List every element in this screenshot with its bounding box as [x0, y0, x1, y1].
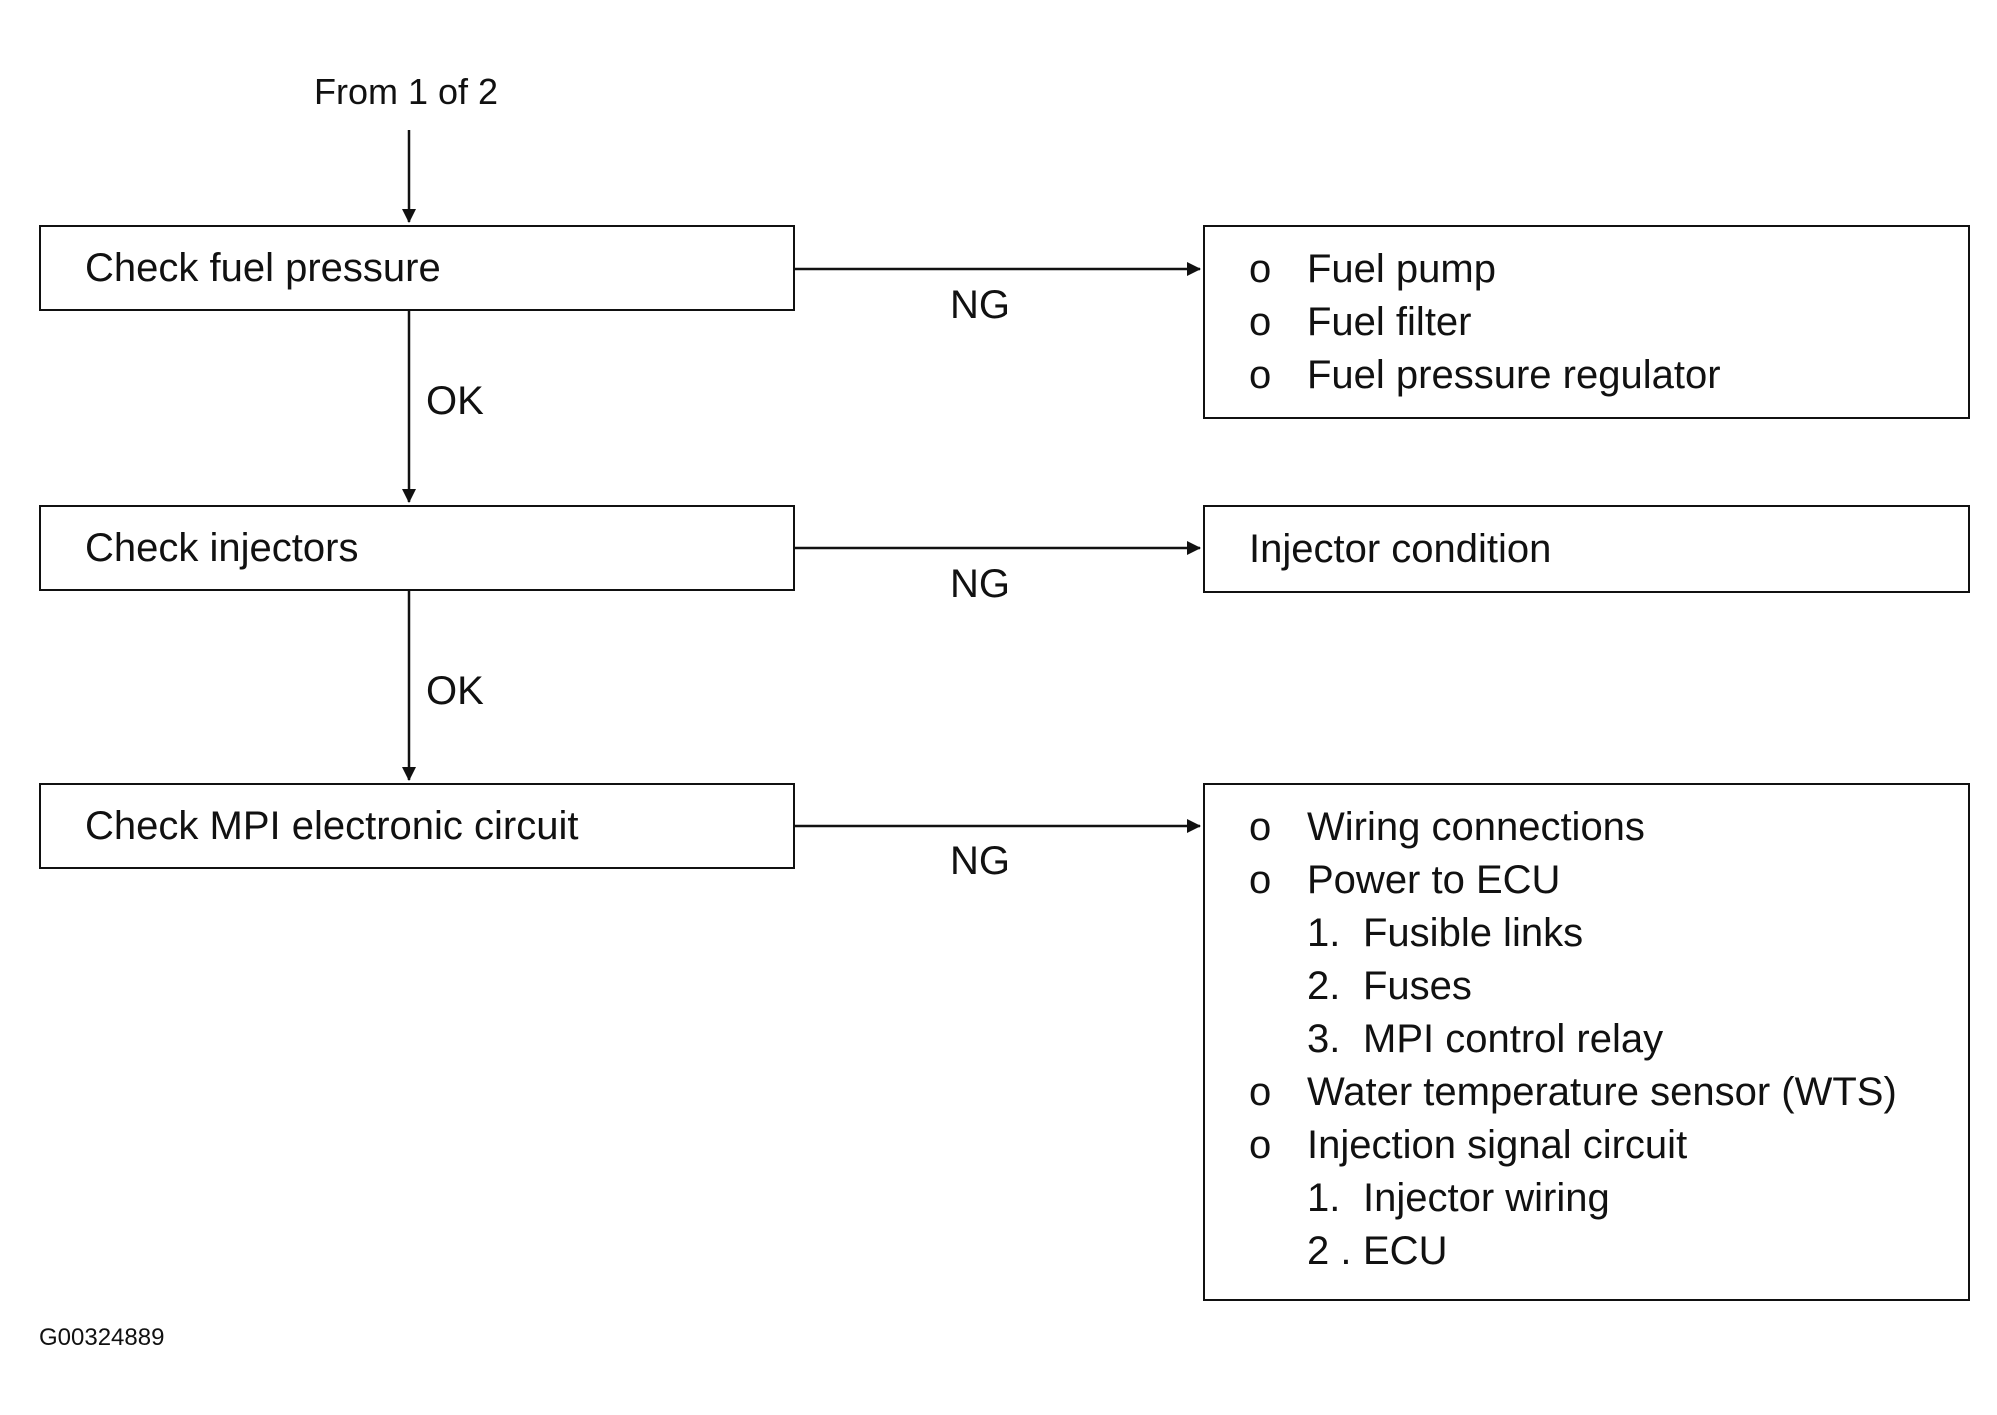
ok-label-1: OK	[426, 379, 484, 423]
item-number: 1.	[1307, 1176, 1341, 1220]
item-number: 2 .	[1307, 1229, 1352, 1273]
step-check-injectors: Check injectors	[39, 505, 795, 591]
step-check-fuel-pressure: Check fuel pressure	[39, 225, 795, 311]
bullet: o	[1249, 353, 1272, 397]
list-item: 3. MPI control relay	[1249, 1013, 1968, 1066]
bullet: o	[1249, 858, 1272, 902]
result-list: o Fuel pump o Fuel filter o Fuel pressur…	[1249, 243, 1968, 402]
figure-id: G00324889	[39, 1324, 165, 1351]
list-item: o Power to ECU	[1249, 854, 1968, 907]
list-item: 2. Fuses	[1249, 960, 1968, 1013]
item-text: Fuel pump	[1307, 247, 1496, 291]
item-text: MPI control relay	[1363, 1017, 1664, 1061]
bullet: o	[1249, 1070, 1272, 1114]
ok-label-2: OK	[426, 669, 484, 713]
item-text: Injection signal circuit	[1307, 1123, 1688, 1167]
item-text: Fuses	[1363, 964, 1472, 1008]
list-item: o Injection signal circuit	[1249, 1119, 1968, 1172]
start-label: From 1 of 2	[314, 71, 499, 112]
result-box-injectors: Injector condition	[1203, 505, 1970, 593]
item-text: Wiring connections	[1307, 805, 1645, 849]
item-number: 3.	[1307, 1017, 1341, 1061]
bullet: o	[1249, 300, 1272, 344]
item-number: 1.	[1307, 911, 1341, 955]
item-text: Power to ECU	[1307, 858, 1561, 902]
list-item: o Fuel pressure regulator	[1249, 349, 1968, 402]
item-text: Fuel pressure regulator	[1307, 353, 1721, 397]
bullet: o	[1249, 247, 1272, 291]
step-check-mpi-electronic-circuit: Check MPI electronic circuit	[39, 783, 795, 869]
step-label: Check injectors	[85, 525, 359, 570]
item-text: ECU	[1363, 1229, 1448, 1273]
ng-label-3: NG	[950, 839, 1010, 883]
bullet: o	[1249, 1123, 1272, 1167]
result-box-mpi-circuit: o Wiring connections o Power to ECU 1. F…	[1203, 783, 1970, 1301]
item-text: Fusible links	[1363, 911, 1584, 955]
item-text: Fuel filter	[1307, 300, 1472, 344]
result-text: Injector condition	[1249, 526, 1552, 571]
ng-label-1: NG	[950, 283, 1010, 327]
result-list: o Wiring connections o Power to ECU 1. F…	[1249, 801, 1968, 1278]
list-item: 2 . ECU	[1249, 1225, 1968, 1278]
list-item: 1. Injector wiring	[1249, 1172, 1968, 1225]
list-item: o Wiring connections	[1249, 801, 1968, 854]
list-item: o Fuel filter	[1249, 296, 1968, 349]
list-item: o Fuel pump	[1249, 243, 1968, 296]
result-box-fuel-pressure: o Fuel pump o Fuel filter o Fuel pressur…	[1203, 225, 1970, 419]
bullet: o	[1249, 805, 1272, 849]
ng-label-2: NG	[950, 562, 1010, 606]
step-label: Check MPI electronic circuit	[85, 803, 579, 848]
list-item: 1. Fusible links	[1249, 907, 1968, 960]
step-label: Check fuel pressure	[85, 245, 441, 290]
item-number: 2.	[1307, 964, 1341, 1008]
item-text: Water temperature sensor (WTS)	[1307, 1070, 1897, 1114]
item-text: Injector wiring	[1363, 1176, 1610, 1220]
list-item: o Water temperature sensor (WTS)	[1249, 1066, 1968, 1119]
